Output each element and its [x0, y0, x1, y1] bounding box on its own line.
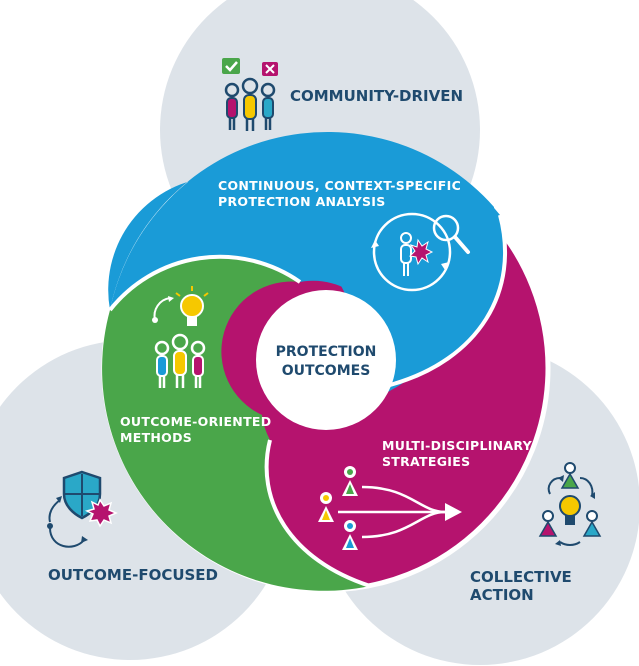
- blue-segment-fill: [110, 132, 506, 385]
- strategies-label-line1: MULTI-DISCIPLINARY: [382, 438, 533, 453]
- divider-green-magenta: [264, 439, 371, 588]
- methods-label-line1: OUTCOME-ORIENTED: [120, 414, 271, 429]
- methods-label-line2: METHODS: [120, 430, 192, 445]
- collective-action-label-line2: ACTION: [470, 586, 534, 604]
- divider-blue-green: [108, 254, 302, 312]
- collective-action-label-line1: COLLECTIVE: [470, 568, 572, 586]
- strategies-label-line2: STRATEGIES: [382, 454, 470, 469]
- center-circle: [256, 290, 396, 430]
- center-label-line1: PROTECTION: [276, 344, 377, 360]
- collective-action-people-bulb-icon: [538, 462, 602, 546]
- divider-blue-magenta: [389, 214, 507, 387]
- strategies-merging-arrows-icon: [318, 466, 462, 550]
- methods-lightbulb-people-icon: [152, 286, 209, 388]
- analysis-label-line1: CONTINUOUS, CONTEXT-SPECIFIC: [218, 178, 461, 193]
- center-label-line2: OUTCOMES: [282, 363, 371, 379]
- community-driven-label: COMMUNITY-DRIVEN: [290, 87, 463, 105]
- outcome-focused-label: OUTCOME-FOCUSED: [48, 566, 218, 584]
- green-segment: [102, 256, 370, 591]
- analysis-cycle-magnifier-icon: [371, 212, 470, 292]
- analysis-label-line2: PROTECTION ANALYSIS: [218, 194, 386, 209]
- shield-burst-icon: [47, 470, 118, 548]
- community-people-icon: [222, 58, 278, 131]
